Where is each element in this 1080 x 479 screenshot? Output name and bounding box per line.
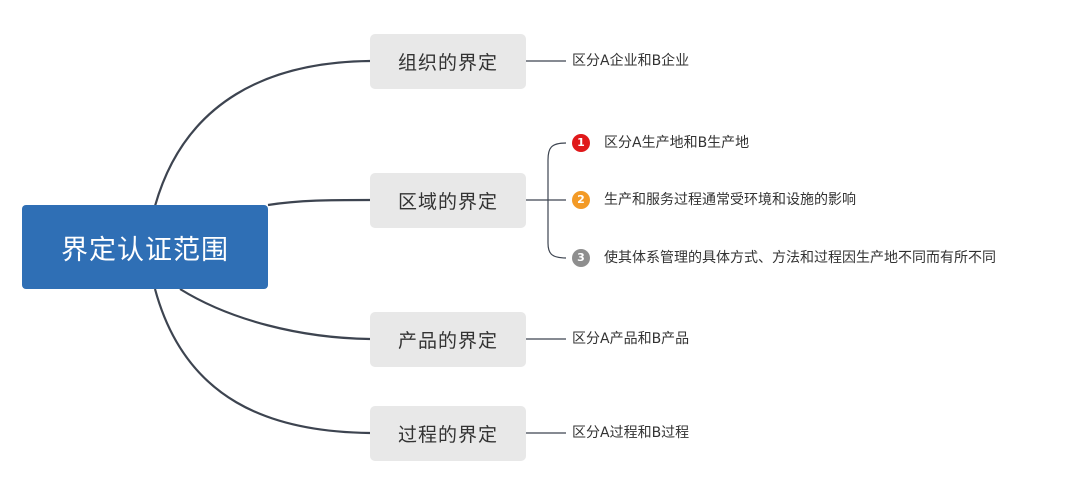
leaf-label: 区分A生产地和B生产地 (604, 135, 750, 151)
number-badge-2-icon: 2 (572, 191, 590, 209)
leaf-label: 使其体系管理的具体方式、方法和过程因生产地不同而有所不同 (604, 250, 996, 266)
branch-label: 区域的界定 (397, 191, 498, 213)
root-label: 界定认证范围 (61, 234, 229, 266)
branch-label: 产品的界定 (397, 330, 498, 352)
number-badge-3-icon: 3 (572, 249, 590, 267)
root-node[interactable]: 界定认证范围 (22, 205, 268, 289)
leaf-label: 区分A产品和B产品 (572, 331, 690, 347)
branch-label: 组织的界定 (397, 52, 498, 74)
leaf-label: 区分A过程和B过程 (572, 425, 690, 441)
branch-node-product[interactable]: 产品的界定 (370, 312, 526, 367)
branch-node-organization[interactable]: 组织的界定 (370, 34, 526, 89)
connector-root-branch-1 (153, 59, 371, 207)
connector-root-branch-4 (153, 288, 371, 435)
leaf-product[interactable]: 区分A产品和B产品 (572, 329, 689, 349)
leaf-region-1[interactable]: 区分A生产地和B生产地 (604, 133, 749, 153)
branch-node-process[interactable]: 过程的界定 (370, 406, 526, 461)
leaf-region-3[interactable]: 使其体系管理的具体方式、方法和过程因生产地不同而有所不同 (604, 248, 996, 268)
leaf-label: 生产和服务过程通常受环境和设施的影响 (604, 192, 856, 208)
connector-branch-2-bracket (547, 142, 567, 259)
leaf-region-2[interactable]: 生产和服务过程通常受环境和设施的影响 (604, 190, 856, 210)
branch-label: 过程的界定 (397, 424, 498, 446)
connector-root-branch-2 (267, 198, 371, 207)
leaf-process[interactable]: 区分A过程和B过程 (572, 423, 689, 443)
number-badge-1-icon: 1 (572, 134, 590, 152)
branch-node-region[interactable]: 区域的界定 (370, 173, 526, 228)
leaf-label: 区分A企业和B企业 (572, 53, 690, 69)
leaf-organization[interactable]: 区分A企业和B企业 (572, 51, 689, 71)
connector-root-branch-3 (179, 288, 371, 341)
